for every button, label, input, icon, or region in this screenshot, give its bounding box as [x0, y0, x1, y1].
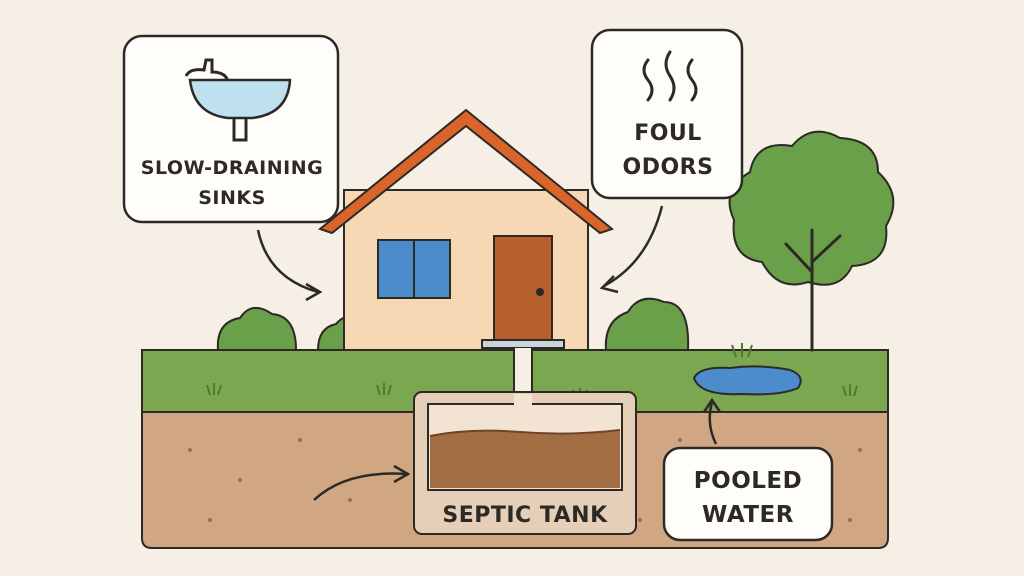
- septic-tank: [413, 391, 637, 535]
- door: [493, 235, 553, 343]
- bush-right: [604, 297, 690, 351]
- tank-arrow: [313, 472, 407, 501]
- house: [317, 108, 615, 351]
- pooled-label-line1: POOLED: [694, 468, 802, 494]
- soil-pebbles: [188, 438, 862, 522]
- door-knob: [536, 288, 544, 296]
- pooled-label-line2: WATER: [702, 502, 794, 528]
- water-puddle: [692, 365, 802, 396]
- odors-label-line1: FOUL: [634, 121, 702, 146]
- bush-left: [216, 307, 298, 351]
- sludge: [430, 430, 620, 488]
- tree: [728, 130, 895, 352]
- odor-waves-icon: [642, 50, 698, 102]
- odors-callout: [590, 28, 744, 200]
- door-step: [481, 339, 565, 349]
- pooled-callout: [662, 446, 834, 542]
- drain-pipe: [513, 348, 533, 393]
- odors-arrow: [603, 205, 664, 288]
- sinks-label-line1: SLOW-DRAINING: [141, 157, 323, 179]
- pooled-arrow: [708, 401, 718, 445]
- sinks-label-line2: SINKS: [198, 187, 266, 209]
- sink-icon: [184, 58, 292, 142]
- septic-tank-label: SEPTIC TANK: [442, 503, 608, 528]
- sinks-arrow: [256, 229, 319, 294]
- roof: [317, 108, 615, 235]
- odors-label-line2: ODORS: [623, 155, 714, 180]
